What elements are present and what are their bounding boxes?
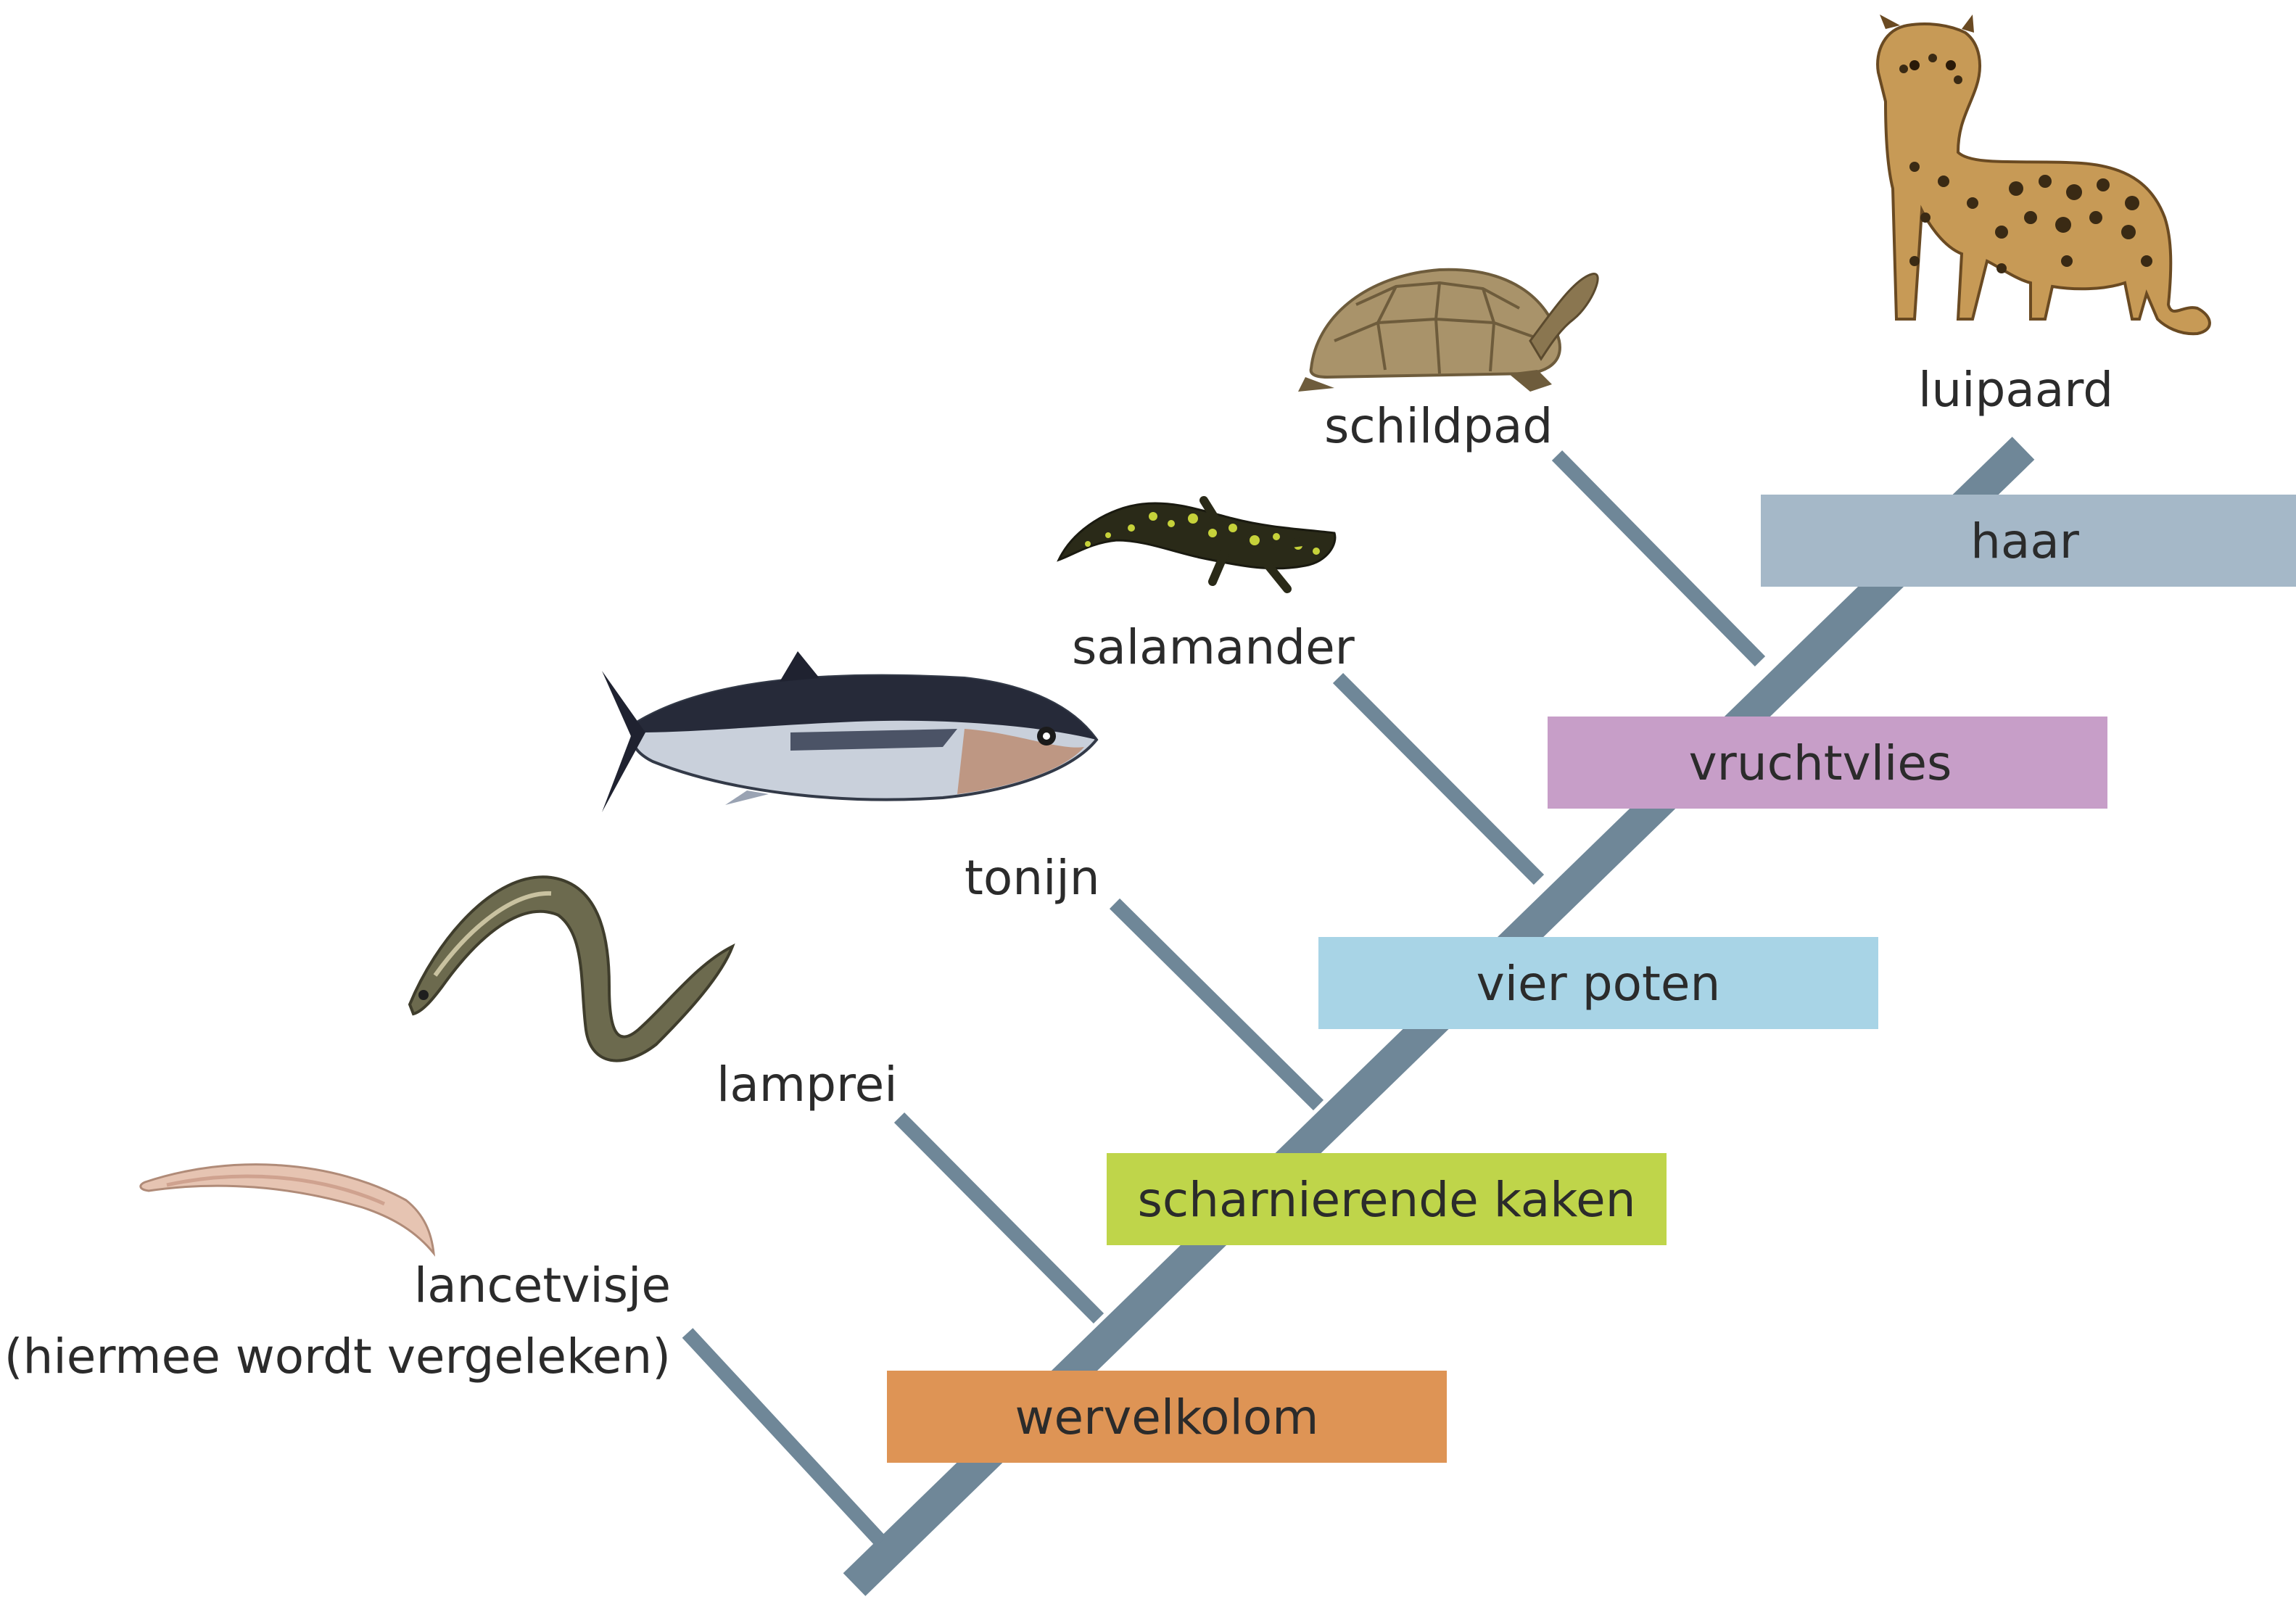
svg-text:vier poten: vier poten bbox=[1477, 956, 1721, 1012]
branch-schildpad bbox=[1557, 455, 1760, 661]
turtle-icon bbox=[1298, 270, 1598, 392]
branch-tonijn bbox=[1115, 904, 1318, 1105]
svg-text:vruchtvlies: vruchtvlies bbox=[1689, 735, 1952, 791]
tuna-icon bbox=[602, 651, 1097, 812]
label-schildpad: schildpad bbox=[1324, 398, 1553, 454]
salamander-icon bbox=[1059, 500, 1335, 589]
lancelet-icon bbox=[141, 1165, 434, 1253]
svg-text:wervelkolom: wervelkolom bbox=[1015, 1390, 1319, 1445]
branch-lancetvisje bbox=[687, 1333, 881, 1542]
label-luipaard: luipaard bbox=[1918, 362, 2113, 418]
branch-lamprei bbox=[899, 1118, 1099, 1318]
svg-text:haar: haar bbox=[1970, 513, 2080, 569]
trait-vruchtvlies: vruchtvlies bbox=[1548, 717, 2107, 809]
lamprey-icon bbox=[410, 877, 732, 1060]
label-lancetvisje: lancetvisje bbox=[414, 1258, 671, 1313]
label-tonijn: tonijn bbox=[965, 850, 1100, 906]
label-lancetvisje-note: (hiermee wordt vergeleken) bbox=[4, 1329, 671, 1384]
label-lamprei: lamprei bbox=[717, 1057, 898, 1112]
svg-text:scharnierende kaken: scharnierende kaken bbox=[1137, 1172, 1635, 1228]
label-salamander: salamander bbox=[1072, 619, 1355, 675]
trait-wervelkolom: wervelkolom bbox=[887, 1371, 1447, 1463]
branch-salamander bbox=[1338, 678, 1539, 880]
trait-vier-poten: vier poten bbox=[1318, 937, 1878, 1029]
leopard-icon bbox=[1878, 15, 2210, 334]
trait-haar: haar bbox=[1761, 495, 2296, 587]
trait-scharnierende-kaken: scharnierende kaken bbox=[1107, 1153, 1667, 1245]
